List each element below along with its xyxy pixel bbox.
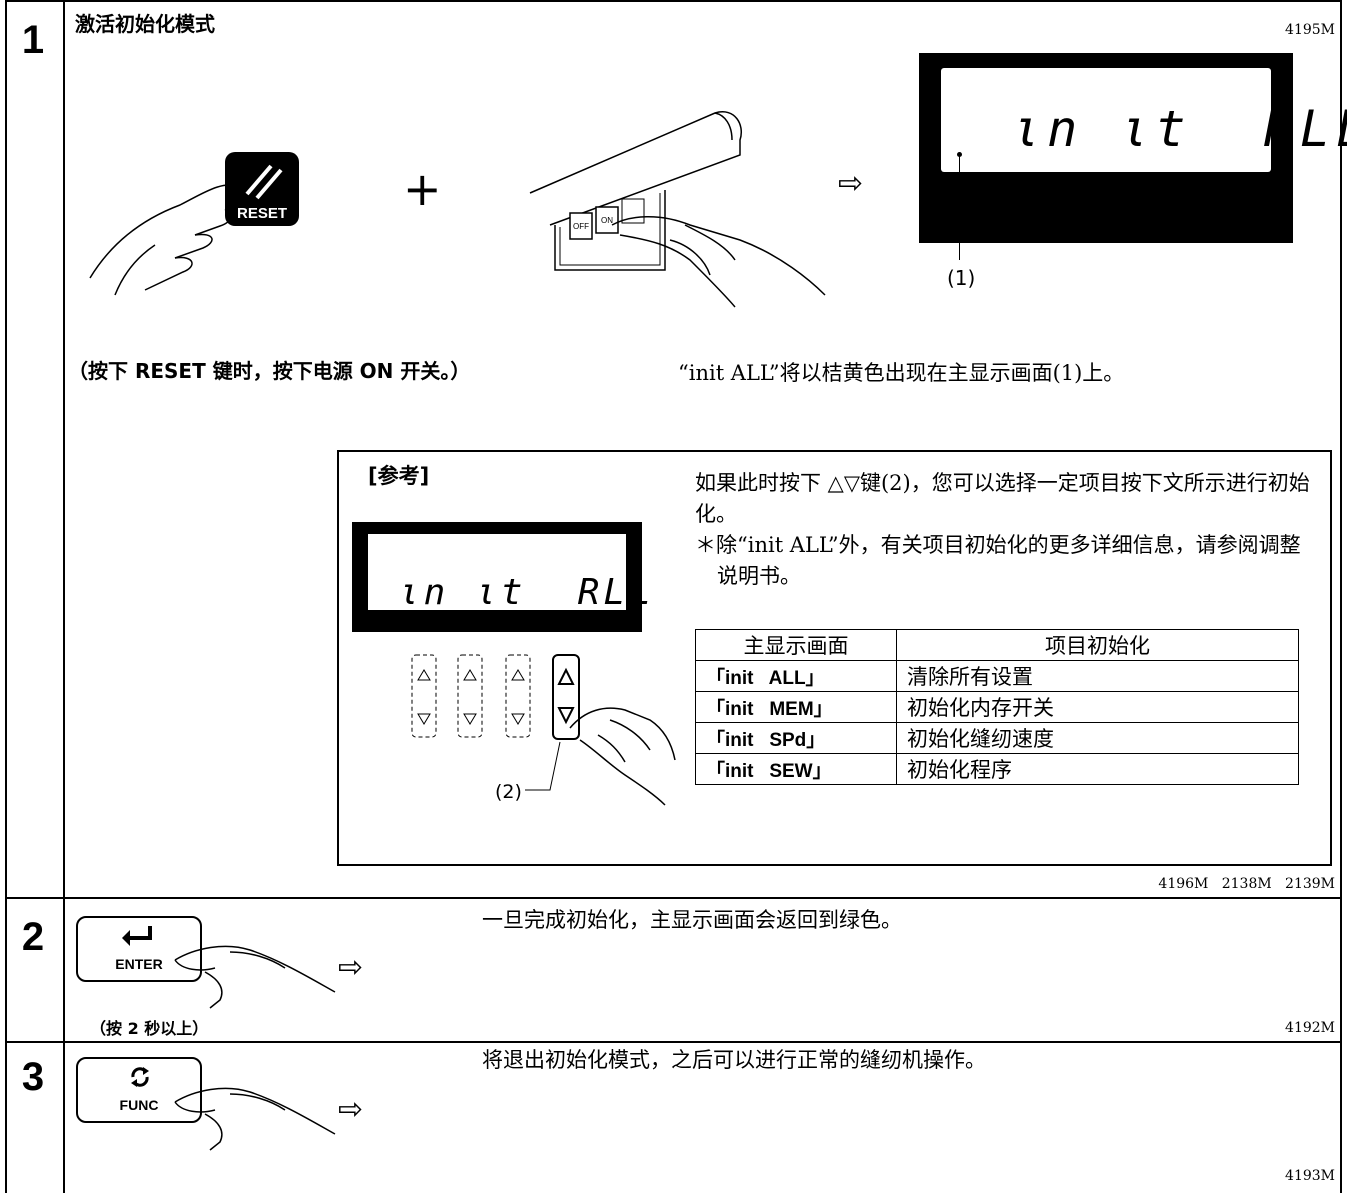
power-switch-illustration: OFF ON [520, 95, 830, 310]
plus-sign: + [403, 162, 442, 216]
arrow-keys-illustration [410, 650, 680, 810]
frame-right [1340, 0, 1342, 1193]
reference-note: ＊除“init ALL”外，有关项目初始化的更多详细信息，请参阅调整说明书。 [695, 533, 1301, 588]
hand-pressing-reset-illustration: RESET [85, 150, 305, 300]
step-number-2: 2 [21, 915, 45, 959]
cycle-arrows-icon [128, 1065, 152, 1093]
table-row: 「init ALL」 清除所有设置 [695, 660, 1299, 692]
step-title: 激活初始化模式 [75, 12, 215, 36]
step3-text: 将退出初始化模式，之后可以进行正常的缝纫机操作。 [482, 1048, 986, 1072]
figure-code-step3: 4193M [1285, 1168, 1335, 1184]
reset-key-label: RESET [237, 205, 287, 222]
reference-display-screen: ιn ιt RLL [368, 534, 651, 613]
init-items-table: 主显示画面 项目初始化 「init ALL」 清除所有设置 「init MEM」… [695, 629, 1299, 785]
func-key-label: FUNC [119, 1097, 159, 1113]
table-cell-display: 「init MEM」 [695, 691, 897, 723]
step-number-3: 3 [21, 1055, 45, 1099]
caption-init-all: “init ALL”将以桔黄色出现在主显示画面(1)上。 [678, 361, 1125, 385]
main-display-screen: ιn ιt RLL [941, 68, 1347, 172]
table-cell-display: 「init SPd」 [695, 722, 897, 754]
frame-left [5, 0, 7, 1193]
figure-code-step2: 4192M [1285, 1020, 1335, 1036]
step-divider-2-3 [5, 1041, 1342, 1043]
reference-display-text: ιn ιt RLL [398, 572, 655, 613]
main-display-panel: ιn ιt RLL [919, 53, 1347, 243]
callout-leader-1 [959, 156, 960, 260]
enter-arrow-icon [120, 924, 156, 952]
table-header-cell: 项目初始化 [896, 629, 1299, 661]
switch-off-label: OFF [573, 222, 589, 231]
figure-code-bottom: 4196M 2138M 2139M [1158, 876, 1335, 892]
table-cell-display: 「init ALL」 [695, 660, 897, 692]
step2-result-arrow-icon: ⇨ [338, 950, 364, 985]
frame-top [5, 0, 1342, 2]
callout-dot [957, 152, 962, 157]
table-row: 「init SEW」 初始化程序 [695, 753, 1299, 785]
enter-key-label: ENTER [115, 956, 163, 972]
table-row: 「init MEM」 初始化内存开关 [695, 691, 1299, 723]
func-key[interactable]: FUNC [76, 1057, 202, 1123]
table-row: 「init SPd」 初始化缝纫速度 [695, 722, 1299, 754]
table-cell-display: 「init SEW」 [695, 753, 897, 785]
step2-note: （按 2 秒以上） [90, 1019, 209, 1038]
result-arrow-icon: ⇨ [838, 166, 864, 201]
table-header-row: 主显示画面 项目初始化 [695, 629, 1299, 661]
step2-text: 一旦完成初始化，主显示画面会返回到绿色。 [482, 908, 902, 932]
reference-title: [参考] [368, 464, 430, 488]
step3-result-arrow-icon: ⇨ [338, 1092, 364, 1127]
caption-reset-on: （按下 RESET 键时，按下电源 ON 开关。） [68, 359, 471, 383]
reference-display-panel: ιn ιt RLL [352, 522, 651, 632]
reference-box [337, 450, 1332, 866]
frame-divider [63, 0, 65, 1193]
figure-code-top: 4195M [1285, 22, 1335, 38]
step-number-1: 1 [21, 18, 45, 62]
table-cell-item: 初始化程序 [896, 753, 1299, 785]
hand-pressing-enter-illustration [170, 930, 340, 1010]
callout-1-label: (1) [947, 266, 976, 290]
table-header-cell: 主显示画面 [695, 629, 897, 661]
switch-on-label: ON [601, 216, 613, 225]
table-cell-item: 清除所有设置 [896, 660, 1299, 692]
hand-pressing-func-illustration [170, 1072, 340, 1152]
enter-key[interactable]: ENTER [76, 916, 202, 982]
callout-2-label: (2) [495, 781, 522, 803]
table-cell-item: 初始化缝纫速度 [896, 722, 1299, 754]
reference-paragraph: 如果此时按下 △▽键(2)，您可以选择一定项目按下文所示进行初始化。 [695, 471, 1310, 526]
step-divider-1-2 [5, 897, 1342, 899]
table-cell-item: 初始化内存开关 [896, 691, 1299, 723]
display-text: ιn ιt RLL [1011, 100, 1347, 158]
